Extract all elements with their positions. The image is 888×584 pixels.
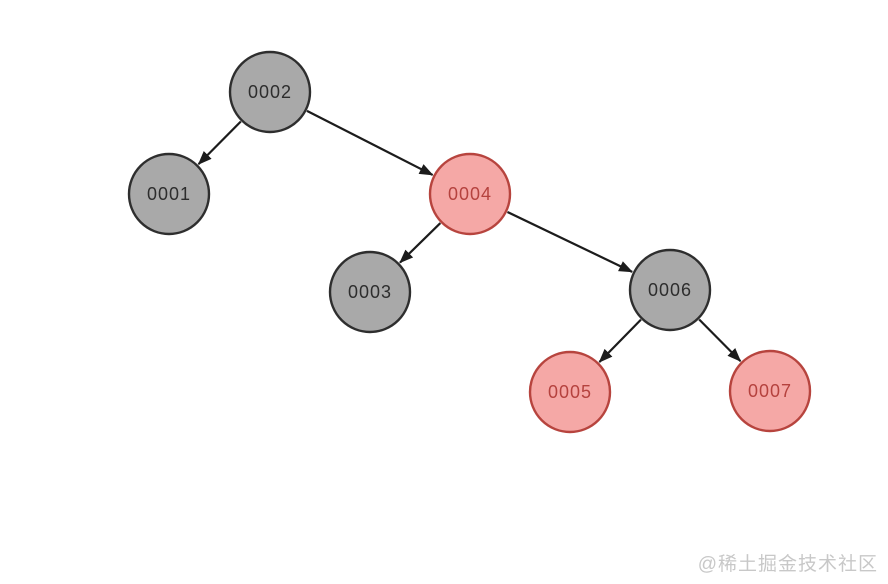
tree-node-circle-0007: [728, 349, 812, 433]
watermark: @稀土掘金技术社区: [697, 554, 878, 575]
tree-node-circle-0005: [528, 350, 612, 434]
tree-node-label: 0007: [748, 381, 792, 401]
tree-node-0001: 0001: [127, 152, 211, 236]
tree-edge-0002-0004: [306, 109, 434, 176]
tree-node-label: 0004: [448, 184, 492, 204]
tree-edge-0004-0006: [506, 210, 634, 273]
tree-edge-0006-0005: [598, 318, 642, 363]
tree-node-0005: 0005: [528, 350, 612, 434]
tree-node-circle-0002: [228, 50, 312, 134]
tree-node-0002: 0002: [228, 50, 312, 134]
tree-edge-0004-0003: [399, 222, 442, 264]
tree-node-circle-0006: [628, 248, 712, 332]
tree-node-circle-0001: [127, 152, 211, 236]
tree-edge-0006-0007: [698, 318, 742, 362]
tree-node-circle-0004: [428, 152, 512, 236]
tree-node-0006: 0006: [628, 248, 712, 332]
tree-node-label: 0002: [248, 82, 292, 102]
tree-node-label: 0006: [648, 280, 692, 300]
tree-node-0007: 0007: [728, 349, 812, 433]
tree-node-label: 0003: [348, 282, 392, 302]
tree-edge-0002-0001: [197, 120, 242, 165]
tree-node-label: 0005: [548, 382, 592, 402]
tree-node-0004: 0004: [428, 152, 512, 236]
tree-node-circle-0003: [328, 250, 412, 334]
tree-node-0003: 0003: [328, 250, 412, 334]
tree-node-label: 0001: [147, 184, 191, 204]
